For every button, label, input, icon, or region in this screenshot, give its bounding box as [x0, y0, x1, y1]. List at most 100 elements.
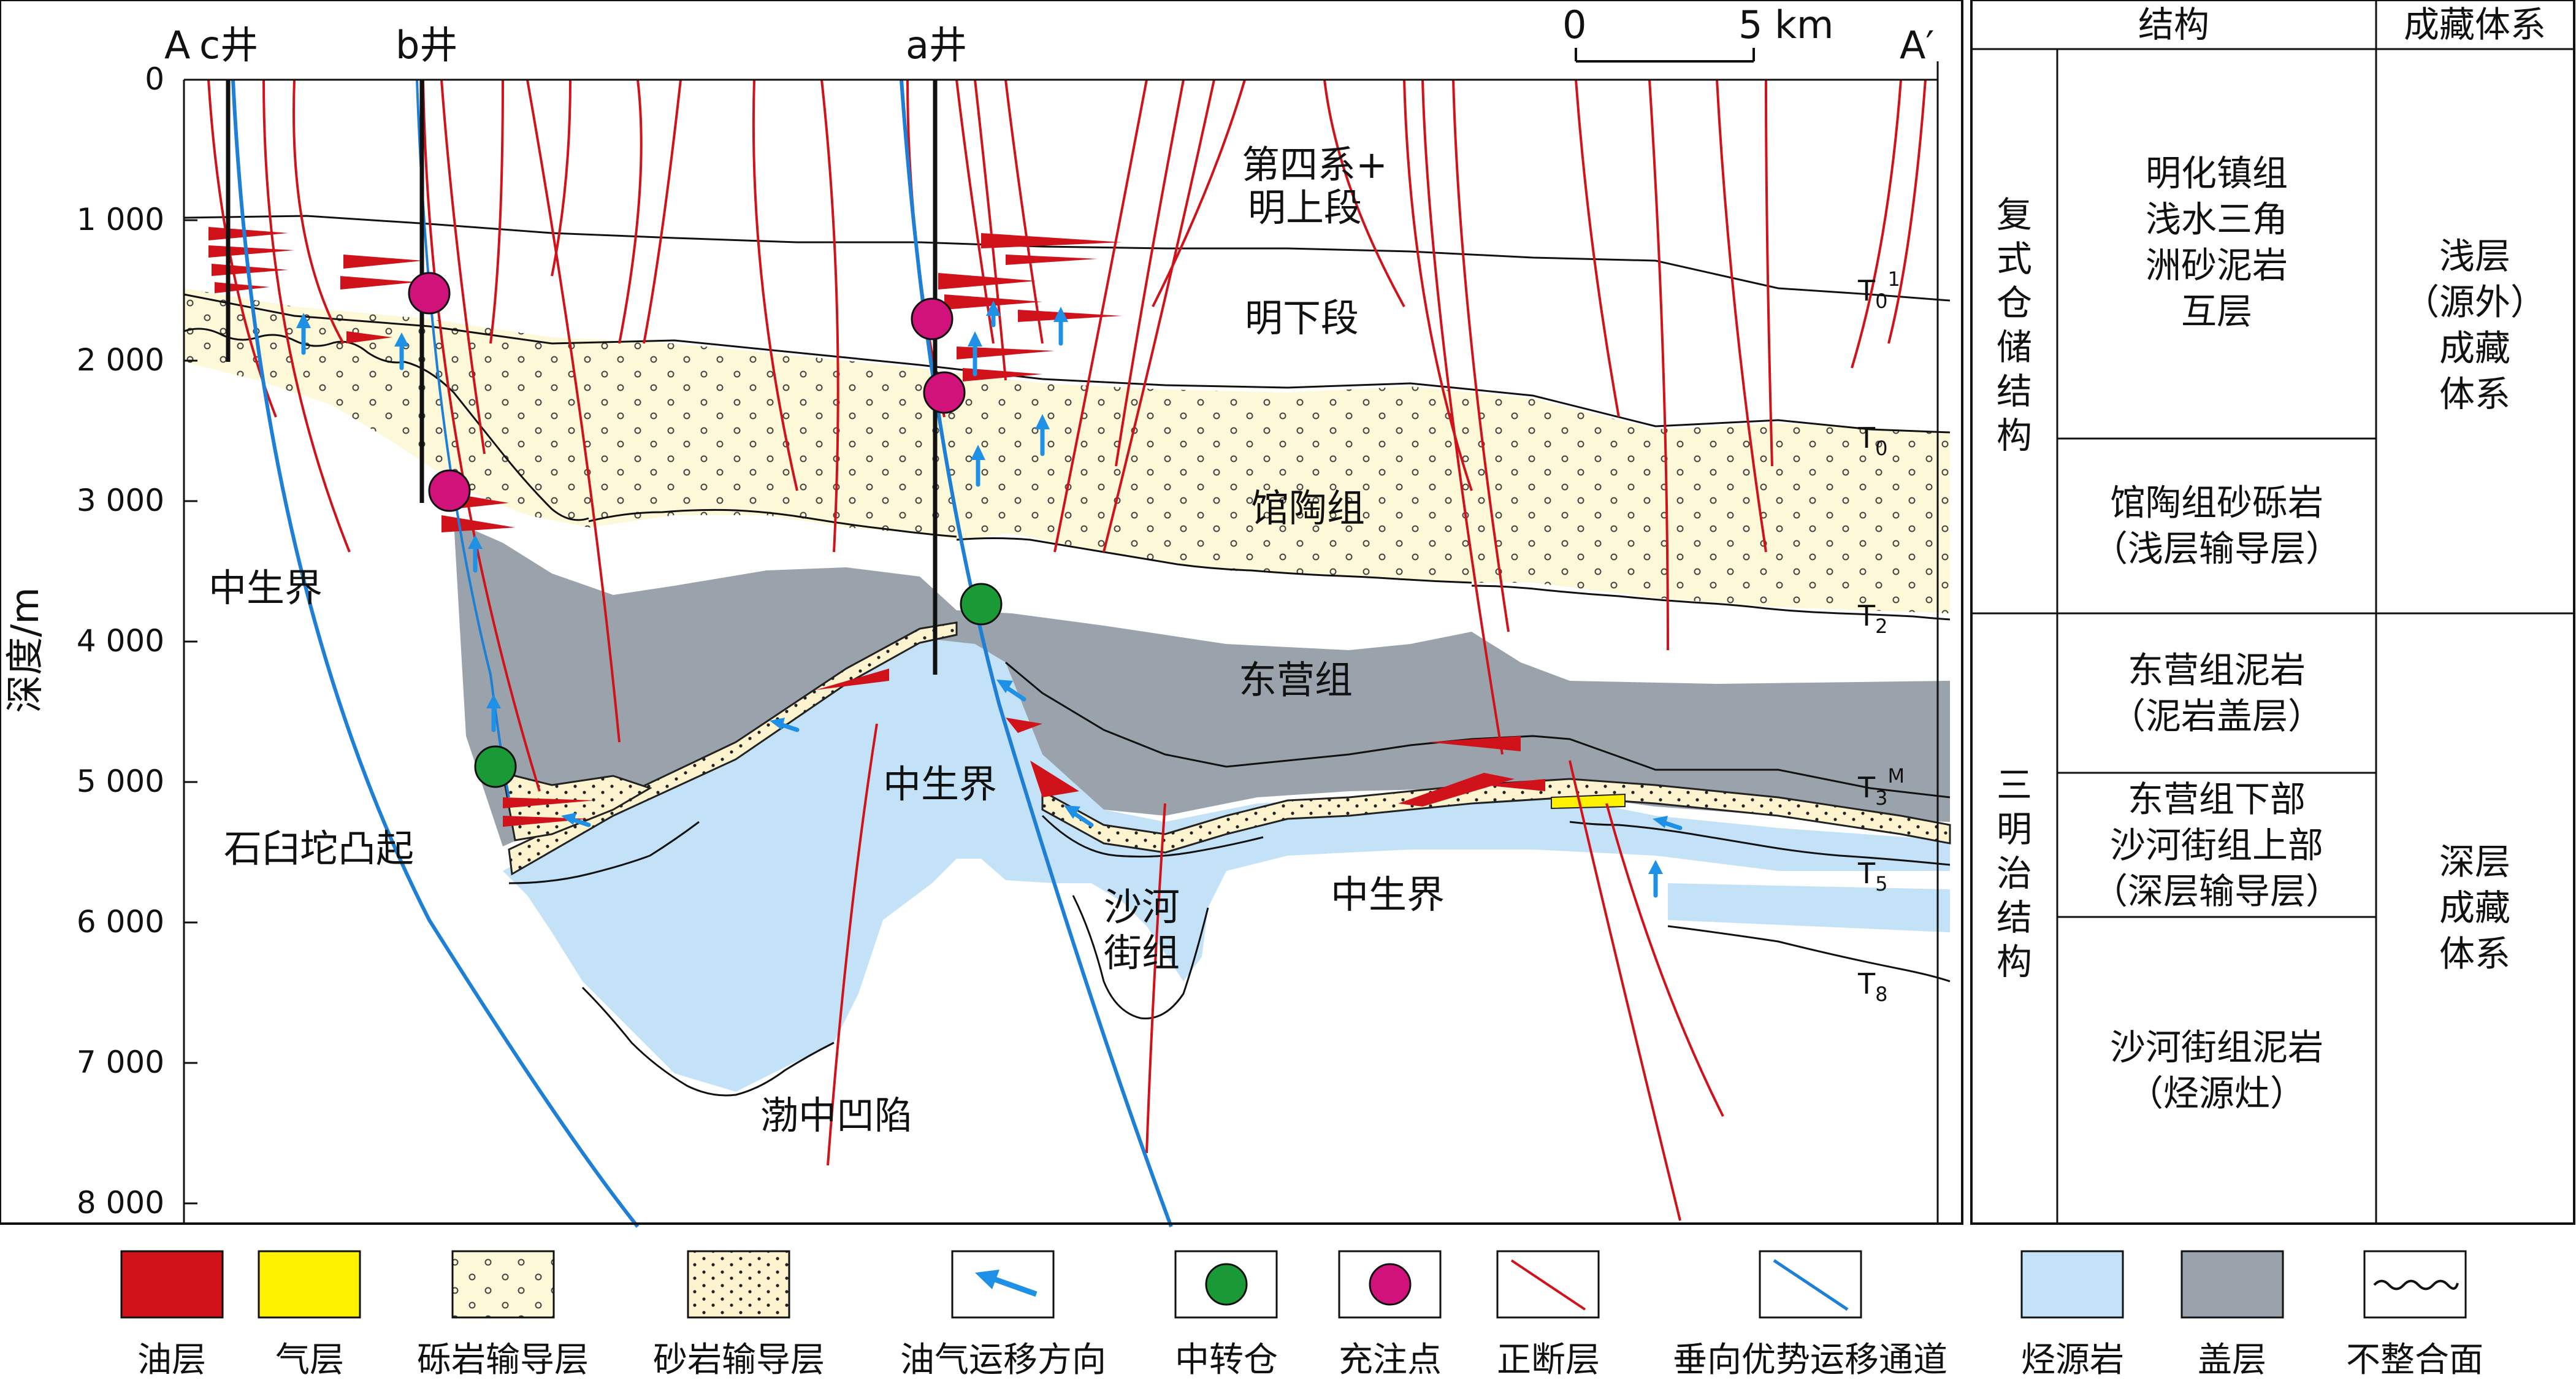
- horizon-t0-1: [183, 215, 1951, 302]
- label-uplift: 石臼坨凸起: [224, 826, 414, 871]
- charge-point-a-lower: [923, 371, 966, 414]
- charge-point-b-upper: [408, 272, 451, 315]
- table-row-cells: 明化镇组浅水三角洲砂泥岩互层馆陶组砂砾岩（浅层输导层）东营组泥岩（泥岩盖层）东营…: [2092, 153, 2341, 1114]
- scale-five: 5 km: [1738, 2, 1833, 47]
- label-quaternary-1: 第四系+: [1242, 142, 1388, 187]
- depth-axis-label: 深度/m: [2, 587, 47, 713]
- legend-labels: 油层气层砾岩输导层砂岩输导层油气运移方向中转仓充注点正断层垂向优势运移通道烃源岩…: [137, 1340, 2483, 1380]
- scale-bar: 0 5 km: [1562, 2, 1833, 63]
- well-labels: A c井 b井 a井 A′: [164, 23, 1935, 67]
- relay-chamber-a: [960, 583, 1003, 626]
- depth-tick-label: 1 000: [77, 202, 164, 237]
- charge-points: [408, 272, 966, 512]
- label-quaternary-2: 明上段: [1248, 185, 1362, 230]
- legend-label: 充注点: [1339, 1340, 1442, 1380]
- well-c-label: c井: [199, 23, 258, 67]
- legend-swatch-charge: [1338, 1250, 1442, 1319]
- group-lower-char: 构: [1997, 941, 2032, 983]
- system-upper-label: 浅层 （源外） 成藏体系: [2404, 236, 2546, 415]
- legend-swatch-conglomerate: [451, 1250, 555, 1319]
- legend-label: 砾岩输导层: [417, 1340, 589, 1380]
- legend-label: 正断层: [1497, 1340, 1600, 1380]
- label-depression: 渤中凹陷: [760, 1093, 912, 1138]
- source-rock-body: [503, 638, 1950, 1092]
- label-mesozoic-center: 中生界: [883, 762, 997, 807]
- table-header-system: 成藏体系: [2404, 4, 2546, 45]
- system-lower-line: 深层: [2439, 841, 2510, 883]
- table-row-line: （浅层输导层）: [2092, 528, 2341, 570]
- legend-label: 烃源岩: [2021, 1340, 2124, 1380]
- table-row-line: （泥岩盖层）: [2110, 696, 2323, 737]
- depth-tick-label: 2 000: [77, 342, 164, 378]
- table-row-line: 东营组下部: [2128, 778, 2306, 820]
- legend-swatch-unconformity: [2363, 1250, 2467, 1319]
- legend-label: 中转仓: [1175, 1340, 1278, 1380]
- system-lower-line: 体系: [2439, 933, 2510, 975]
- legend-swatch-oil: [120, 1250, 224, 1319]
- legend-swatch-migration: [951, 1250, 1055, 1319]
- horizon-t3m: [1005, 661, 1951, 799]
- relay-chambers: [474, 583, 1003, 788]
- table-row-line: （烃源灶）: [2128, 1073, 2306, 1114]
- horizon-labels: T01 T0 T2 T3M T5 T8: [1857, 267, 1905, 1006]
- section-frame: [0, 0, 1963, 1225]
- depth-tick-label: 7 000: [77, 1045, 164, 1080]
- table-row-line: 沙河街组上部: [2110, 824, 2323, 866]
- group-upper-char: 结: [1997, 370, 2032, 412]
- depth-tick-label: 0: [145, 61, 164, 97]
- label-ming-lower: 明下段: [1245, 296, 1359, 340]
- charge-point-a-upper: [911, 297, 954, 340]
- horizon-label-t2: T2: [1857, 599, 1887, 638]
- section-end-label: A′: [1900, 23, 1935, 67]
- label-shahejie-1: 沙河: [1104, 884, 1180, 929]
- migration-arrows: [296, 301, 1683, 898]
- system-lower-line: 成藏: [2439, 887, 2510, 929]
- well-b-label: b井: [396, 23, 457, 67]
- group-upper-char: 仓: [1997, 282, 2032, 324]
- table-row-line: 沙河街组泥岩: [2110, 1027, 2323, 1068]
- system-upper-line: 成藏: [2439, 328, 2510, 369]
- depth-tick-label: 4 000: [77, 623, 164, 659]
- group-upper-char: 储: [1997, 326, 2032, 368]
- group-lower-char: 结: [1997, 897, 2032, 938]
- depth-tick-label: 6 000: [77, 904, 164, 940]
- legend-swatch-pathway: [1759, 1250, 1862, 1319]
- horizon-label-t3m: T3M: [1857, 764, 1905, 810]
- system-upper-line: 体系: [2439, 374, 2510, 415]
- legend-swatch-fault: [1496, 1250, 1600, 1319]
- sandstone-carrier-left: [508, 621, 958, 876]
- table-row-line: 馆陶组砂砾岩: [2110, 482, 2323, 524]
- label-shahejie-2: 街组: [1104, 930, 1180, 975]
- legend-swatch-seal: [2180, 1250, 2284, 1319]
- table-header-structure: 结构: [2138, 4, 2209, 45]
- label-guantao: 馆陶组: [1251, 486, 1365, 531]
- group-lower-char: 治: [1997, 853, 2032, 894]
- group-lower-char: 明: [1997, 808, 2032, 850]
- table-row-line: 浅水三角: [2146, 199, 2288, 240]
- system-upper-line: （源外）: [2404, 282, 2546, 323]
- horizon-label-t01: T01: [1857, 267, 1900, 313]
- charge-point-b-lower: [428, 469, 471, 512]
- group-upper-char: 复: [1997, 194, 2032, 236]
- legend-label: 油气运移方向: [900, 1340, 1106, 1380]
- legend-swatch-sandstone: [687, 1250, 790, 1319]
- system-upper-line: 浅层: [2439, 236, 2510, 277]
- guantao-conglomerate: [184, 288, 1950, 613]
- legend-label: 盖层: [2198, 1340, 2266, 1380]
- horizon-label-t8: T8: [1857, 967, 1887, 1006]
- legend-label: 垂向优势运移通道: [1673, 1340, 1947, 1380]
- horizon-label-t0: T0: [1857, 421, 1887, 460]
- cross-section: [0, 0, 1963, 1228]
- depth-tick-label: 8 000: [77, 1185, 164, 1221]
- label-mesozoic-right: 中生界: [1331, 872, 1445, 917]
- group-lower-char: 三: [1997, 764, 2032, 806]
- legend: 油层气层砾岩输导层砂岩输导层油气运移方向中转仓充注点正断层垂向优势运移通道烃源岩…: [120, 1250, 2483, 1380]
- source-rock-deep-right: [1668, 883, 1950, 932]
- seal-body: [454, 521, 1950, 846]
